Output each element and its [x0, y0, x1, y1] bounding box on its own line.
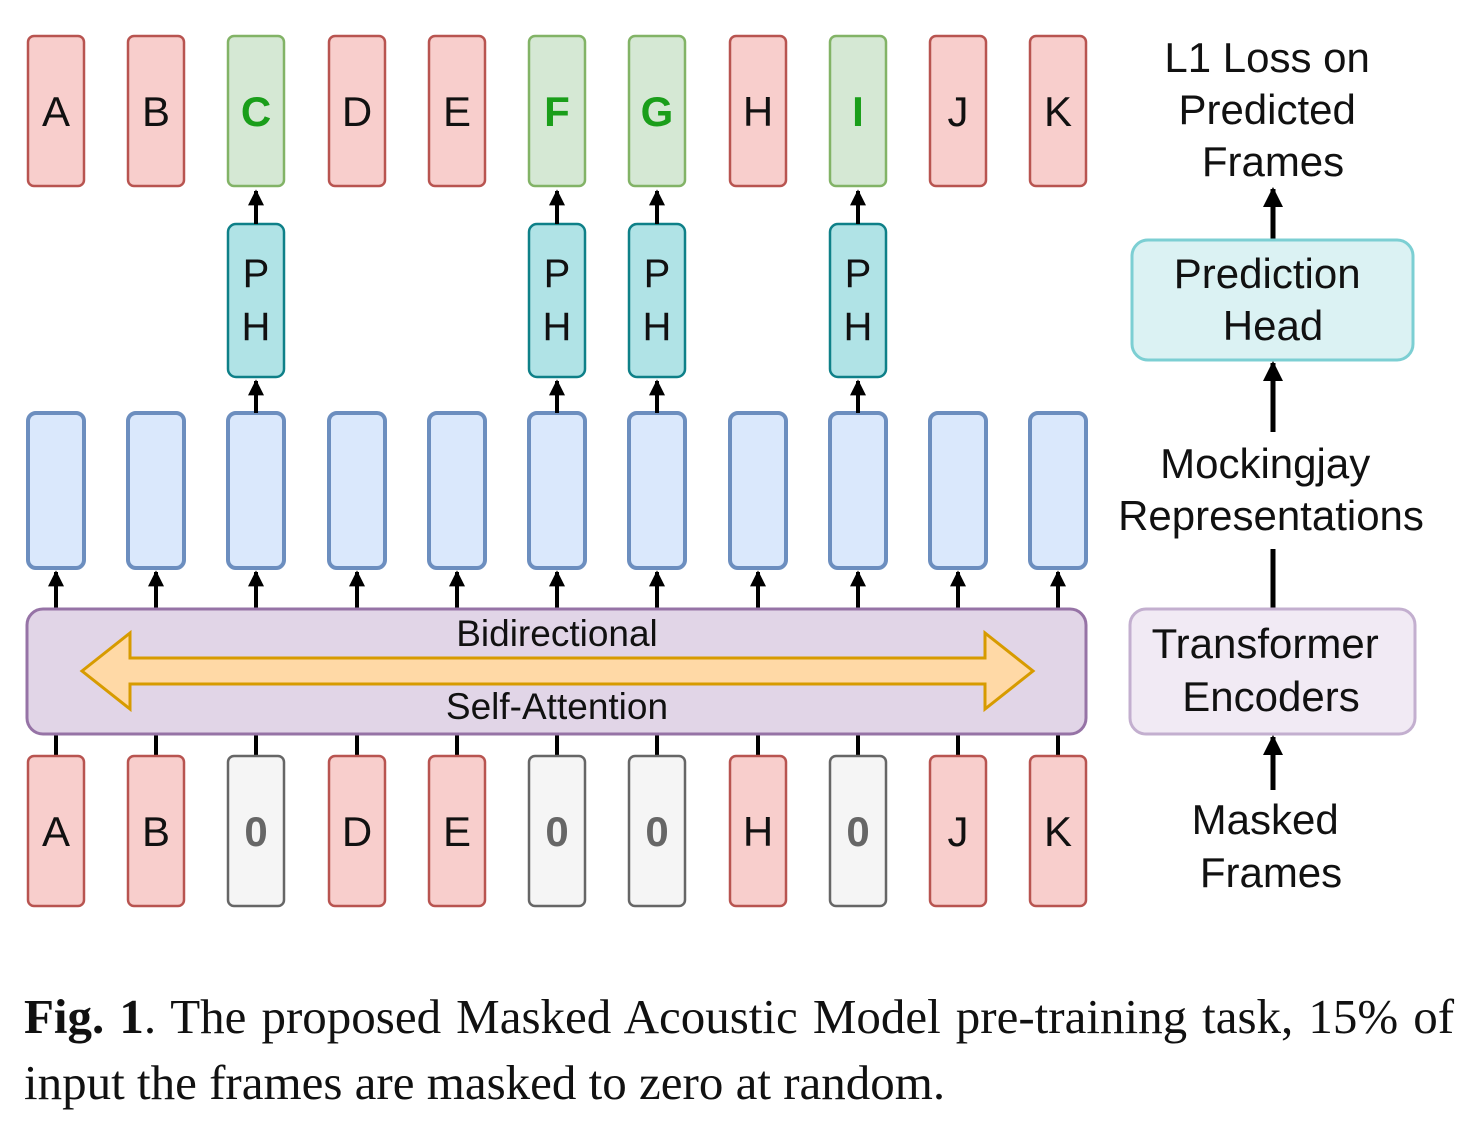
prediction-head-letter-h: H — [543, 305, 572, 349]
input-frame-label: J — [948, 808, 969, 855]
legend-prediction-head-label: Prediction Head — [1174, 250, 1372, 349]
representation-box — [527, 411, 587, 570]
input-frame-masked — [527, 754, 587, 908]
output-frame-label: F — [544, 88, 570, 135]
output-frame-unmasked — [26, 34, 86, 188]
output-frame-unmasked — [126, 34, 186, 188]
prediction-head-letter-p: P — [644, 252, 671, 296]
input-frame-unmasked — [427, 754, 487, 908]
input-frame-masked — [627, 754, 687, 908]
output-frame-label: J — [948, 88, 969, 135]
prediction-head-letter-h: H — [242, 305, 271, 349]
representation-box — [427, 411, 487, 570]
output-frame-predicted — [627, 34, 687, 188]
output-frame-predicted — [527, 34, 587, 188]
input-frame-label: E — [443, 808, 471, 855]
representation-box — [728, 411, 788, 570]
input-frame-unmasked — [928, 754, 988, 908]
output-frame-label: K — [1044, 88, 1072, 135]
prediction-head-box — [627, 222, 687, 379]
legend-column: L1 Loss on Predicted Frames Prediction H… — [1118, 34, 1424, 896]
input-frame-label: A — [42, 808, 70, 855]
output-frame-unmasked — [327, 34, 387, 188]
caption-label: Fig. 1 — [24, 989, 144, 1044]
prediction-head-box — [828, 222, 888, 379]
representation-box — [327, 411, 387, 570]
representation-box — [627, 411, 687, 570]
output-frame-label: I — [852, 88, 864, 135]
prediction-head-letter-h: H — [643, 305, 672, 349]
input-frame-label: 0 — [846, 808, 869, 855]
input-frame-label: H — [743, 808, 773, 855]
output-frame-label: A — [42, 88, 70, 135]
output-frame-unmasked — [427, 34, 487, 188]
output-frame-unmasked — [1028, 34, 1088, 188]
output-frame-label: E — [443, 88, 471, 135]
legend-prediction-head-box — [1130, 238, 1415, 362]
prediction-head-letter-p: P — [544, 252, 571, 296]
input-frame-label: K — [1044, 808, 1072, 855]
representation-box — [1028, 411, 1088, 570]
prediction-head-letter-p: P — [243, 252, 270, 296]
prediction-head-letter-h: H — [844, 305, 873, 349]
input-frame-unmasked — [728, 754, 788, 908]
representation-box — [126, 411, 186, 570]
output-frame-label: D — [342, 88, 372, 135]
encoder-top-label: Bidirectional — [456, 613, 658, 654]
loss-label: L1 Loss on Predicted Frames — [1164, 34, 1381, 185]
masked-frames-label: Masked Frames — [1192, 796, 1351, 896]
figure-caption: Fig. 1. The proposed Masked Acoustic Mod… — [24, 984, 1454, 1116]
input-frame-label: B — [142, 808, 170, 855]
output-frame-label: G — [641, 88, 674, 135]
output-frame-unmasked — [728, 34, 788, 188]
prediction-head-box — [226, 222, 286, 379]
input-frame-label: 0 — [645, 808, 668, 855]
input-frame-masked — [828, 754, 888, 908]
input-frame-unmasked — [327, 754, 387, 908]
bidirectional-arrow — [79, 629, 1036, 713]
input-frame-label: D — [342, 808, 372, 855]
representation-box — [226, 411, 286, 570]
prediction-head-box — [527, 222, 587, 379]
representations-label: Mockingjay Representations — [1118, 440, 1424, 539]
output-frame-unmasked — [928, 34, 988, 188]
output-frame-label: H — [743, 88, 773, 135]
input-frame-unmasked — [1028, 754, 1088, 908]
output-frame-label: C — [241, 88, 271, 135]
legend-transformer-label: Transformer Encoders — [1152, 620, 1391, 720]
representation-box — [928, 411, 988, 570]
input-frame-label: 0 — [244, 808, 267, 855]
input-frame-unmasked — [126, 754, 186, 908]
caption-text: . The proposed Masked Acoustic Model pre… — [24, 989, 1455, 1110]
output-frame-label: B — [142, 88, 170, 135]
input-frame-masked — [226, 754, 286, 908]
representation-box — [26, 411, 86, 570]
output-frame-predicted — [226, 34, 286, 188]
output-frame-predicted — [828, 34, 888, 188]
encoder-bottom-label: Self-Attention — [446, 686, 668, 727]
prediction-head-letter-p: P — [845, 252, 872, 296]
input-frame-unmasked — [26, 754, 86, 908]
representation-box — [828, 411, 888, 570]
input-frame-label: 0 — [545, 808, 568, 855]
legend-transformer-box — [1128, 607, 1417, 736]
